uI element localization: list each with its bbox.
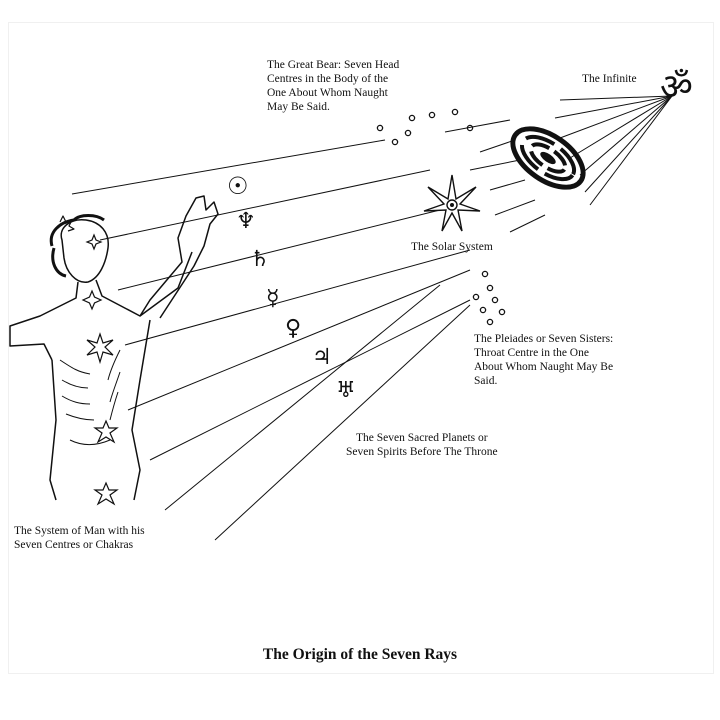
- planets-label: The Seven Sacred Planets or Seven Spirit…: [346, 432, 498, 458]
- pleiades-dots-icon: [472, 270, 506, 326]
- jupiter-icon: ♃: [312, 345, 332, 370]
- infinite-rays: [554, 95, 673, 206]
- solar-star-icon: [423, 174, 481, 232]
- uranus-icon: ♅: [336, 378, 356, 403]
- diagram-frame: [8, 22, 714, 674]
- neptune-icon: ♆: [236, 209, 256, 234]
- om-icon: ॐ: [660, 67, 693, 108]
- man-label: The System of Man with his Seven Centres…: [14, 525, 145, 551]
- infinite-label: The Infinite: [582, 73, 637, 85]
- human-figure-icon: [9, 195, 219, 501]
- mercury-icon: ☿: [266, 286, 280, 311]
- saturn-icon: ♄: [250, 247, 270, 272]
- chakra-star-icon: [81, 289, 103, 311]
- chakra-stars: [81, 233, 119, 506]
- sun-icon: ☉: [227, 172, 249, 200]
- galaxy-rays: [444, 119, 546, 233]
- chakra-star-icon: [93, 481, 119, 506]
- main-rays: [71, 139, 471, 541]
- chakra-star-icon: [85, 233, 103, 251]
- venus-icon: ♀: [285, 316, 302, 341]
- great-bear-label: The Great Bear: Seven Head Centres in th…: [267, 59, 400, 113]
- chakra-star-icon: [93, 419, 119, 444]
- great-bear-dots-icon: [376, 108, 474, 146]
- spiral-galaxy-icon: [510, 126, 586, 190]
- diagram-title: The Origin of the Seven Rays: [262, 646, 458, 663]
- solar-system-label: The Solar System: [411, 241, 493, 253]
- pleiades-label: The Pleiades or Seven Sisters: Throat Ce…: [474, 333, 614, 387]
- chakra-star-icon: [86, 332, 114, 365]
